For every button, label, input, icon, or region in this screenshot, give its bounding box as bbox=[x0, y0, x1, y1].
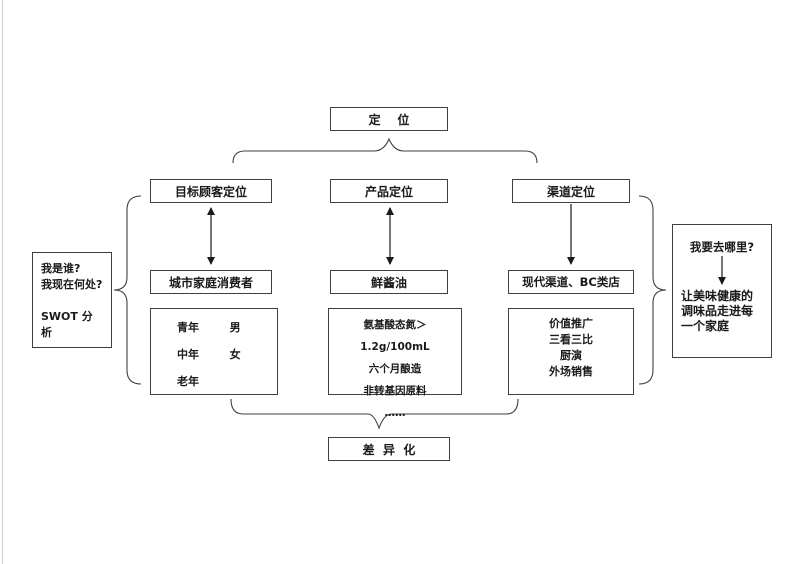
differentiation-label: 差 异 化 bbox=[362, 442, 416, 457]
customer-detail-line: 老年 bbox=[177, 375, 199, 388]
box-product-positioning-header: 产品定位 bbox=[330, 179, 448, 203]
channel-detail-line: 价值推广 bbox=[549, 317, 593, 330]
box-channel-details: 价值推广 三看三比 厨演 外场销售 bbox=[508, 308, 634, 395]
box-mission-note: 我要去哪里? 让美味健康的调味品走进每一个家庭 bbox=[672, 224, 772, 358]
modern-channels-label: 现代渠道、BC类店 bbox=[522, 275, 620, 289]
product-detail-line: 非转基因原料 bbox=[363, 385, 427, 397]
box-product-details: 氨基酸态氮＞ 1.2g/100mL 六个月酿造 非转基因原料 …… bbox=[328, 308, 462, 419]
box-positioning: 定 位 bbox=[330, 107, 448, 131]
swot-question-line: 我现在何处? bbox=[41, 278, 103, 291]
channel-detail-line: 外场销售 bbox=[549, 365, 593, 378]
box-modern-channels: 现代渠道、BC类店 bbox=[508, 270, 634, 294]
customer-detail-line: 中年 女 bbox=[177, 348, 241, 361]
urban-family-consumers-label: 城市家庭消费者 bbox=[168, 275, 253, 290]
customer-positioning-label: 目标顾客定位 bbox=[174, 184, 247, 199]
product-detail-line: 氨基酸态氮＞ 1.2g/100mL bbox=[360, 319, 430, 353]
fresh-soy-sauce-label: 鲜酱油 bbox=[370, 275, 407, 290]
page-edge-line bbox=[2, 0, 3, 564]
channel-positioning-label: 渠道定位 bbox=[546, 184, 595, 199]
customer-detail-line: 青年 男 bbox=[177, 321, 241, 334]
box-customer-details: 青年 男 中年 女 老年 bbox=[150, 308, 278, 395]
box-differentiation: 差 异 化 bbox=[328, 437, 450, 461]
box-channel-positioning-header: 渠道定位 bbox=[512, 179, 630, 203]
left-brace bbox=[113, 195, 142, 385]
box-customer-positioning-header: 目标顾客定位 bbox=[150, 179, 272, 203]
mission-question: 我要去哪里? bbox=[689, 240, 755, 254]
channel-detail-line: 厨演 bbox=[560, 349, 582, 362]
box-fresh-soy-sauce: 鲜酱油 bbox=[330, 270, 448, 294]
swot-analysis-label: SWOT 分析 bbox=[41, 310, 93, 339]
mission-arrow-down bbox=[718, 256, 726, 285]
box-swot-note: 我是谁? 我现在何处? SWOT 分析 bbox=[32, 252, 112, 348]
top-brace bbox=[232, 137, 538, 164]
swot-question-line: 我是谁? bbox=[41, 262, 81, 275]
product-positioning-label: 产品定位 bbox=[364, 184, 413, 199]
box-urban-family-consumers: 城市家庭消费者 bbox=[150, 270, 272, 294]
product-detail-line: 六个月酿造 bbox=[368, 363, 422, 375]
channel-detail-line: 三看三比 bbox=[549, 333, 593, 346]
positioning-label: 定 位 bbox=[368, 112, 410, 127]
right-brace bbox=[638, 195, 667, 385]
mission-answer: 让美味健康的调味品走进每一个家庭 bbox=[681, 289, 754, 333]
product-detail-line: …… bbox=[384, 407, 406, 419]
